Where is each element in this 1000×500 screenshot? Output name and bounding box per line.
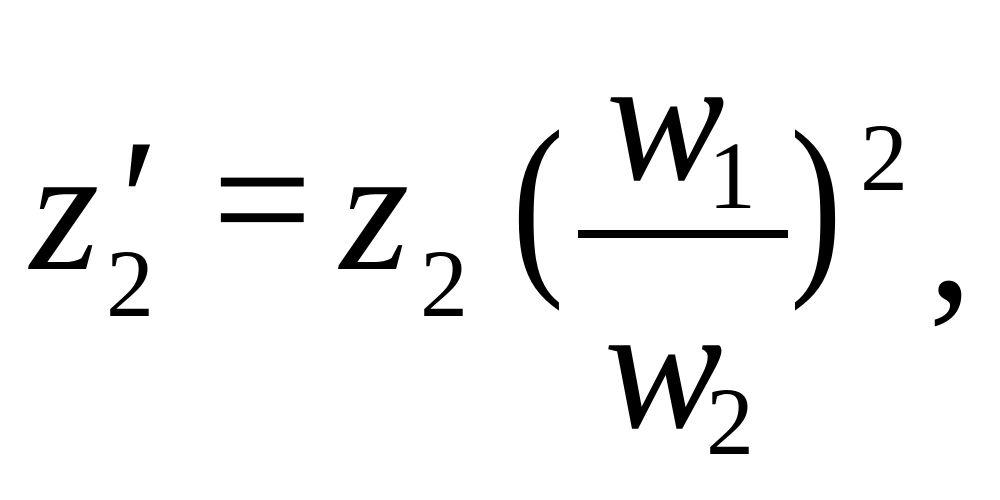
- trailing-comma: ,: [928, 140, 973, 338]
- rhs-variable: z: [340, 110, 410, 308]
- equals-sign: =: [212, 100, 313, 298]
- denominator-subscript: 2: [706, 368, 754, 475]
- numerator-variable: w: [606, 20, 725, 218]
- close-parenthesis: ): [790, 91, 842, 312]
- lhs-prime-mark: ′: [120, 102, 159, 300]
- lhs-variable: z: [30, 110, 100, 308]
- denominator-variable: w: [604, 268, 723, 466]
- rhs-subscript: 2: [420, 230, 468, 337]
- exponent: 2: [860, 104, 908, 211]
- open-parenthesis: (: [512, 91, 564, 312]
- numerator-subscript: 1: [708, 122, 756, 229]
- lhs-subscript: 2: [106, 230, 154, 337]
- fraction-bar: [578, 230, 788, 238]
